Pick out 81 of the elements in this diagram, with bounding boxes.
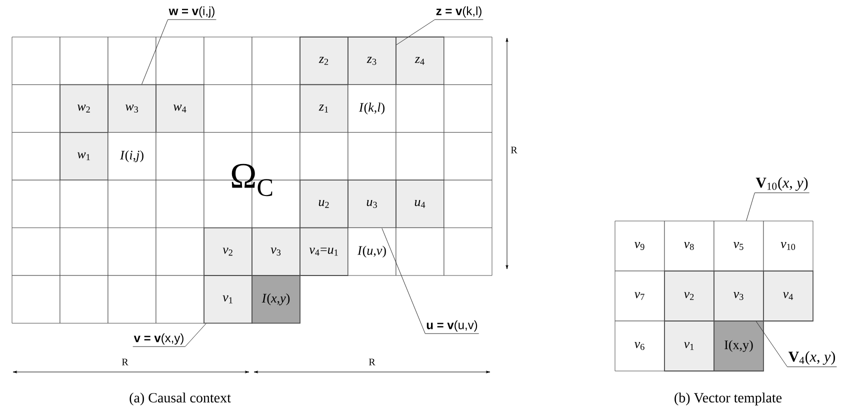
leader-line xyxy=(132,323,206,347)
grid-cell xyxy=(204,84,252,133)
grid-cell: v$_{8}$ xyxy=(664,220,714,272)
grid-cell xyxy=(60,36,108,85)
grid-cell: z$_{2}$ xyxy=(300,36,348,86)
leader-line xyxy=(756,321,837,368)
grid-cell: w$_{3}$ xyxy=(108,84,156,133)
grid-cell xyxy=(12,36,60,85)
grid-cell xyxy=(156,36,204,85)
grid-cell: v$_{4}$ xyxy=(763,270,814,322)
grid-cell xyxy=(444,84,492,133)
vector-label: w = v(i,j) xyxy=(168,6,214,18)
grid-cell: I(k,l) xyxy=(348,84,396,133)
dimension-label: R xyxy=(122,358,128,366)
grid-cell: v$_{5}$ xyxy=(714,220,764,272)
dimension-label: R xyxy=(510,146,518,154)
grid-cell xyxy=(444,36,492,85)
grid-cell: v$_{3}$ xyxy=(714,270,764,322)
grid-cell: v$_{2}$ xyxy=(204,227,252,276)
grid-cell xyxy=(252,84,300,133)
grid-cell: I(x,y) xyxy=(714,320,764,372)
subfigure-caption: (b) Vector template xyxy=(674,392,782,406)
vector-label: V$_{10}$(x, y) xyxy=(756,177,808,191)
grid-cell xyxy=(12,228,60,276)
grid-cell: v$_{6}$ xyxy=(614,320,665,372)
grid-cell: v$_{4}$=u$_{1}$ xyxy=(300,227,348,276)
grid-cell xyxy=(396,84,444,133)
grid-cell: u$_{2}$ xyxy=(300,180,348,228)
grid-cell xyxy=(60,180,108,228)
grid-cell xyxy=(348,132,396,180)
grid-cell xyxy=(444,228,492,276)
leader-line xyxy=(746,192,810,221)
grid-cell: w$_{2}$ xyxy=(60,84,108,133)
grid-cell: z$_{4}$ xyxy=(396,36,444,86)
grid-cell xyxy=(156,180,204,228)
grid-cell xyxy=(12,275,60,324)
grid-cell: I(x,y) xyxy=(252,275,300,324)
grid-cell: v$_{1}$ xyxy=(204,275,252,324)
grid-cell xyxy=(108,36,156,85)
vector-label: z = v(k,l) xyxy=(436,6,482,18)
grid-cell: u$_{4}$ xyxy=(396,180,444,228)
grid-cell xyxy=(204,36,252,85)
grid-cell xyxy=(108,275,156,324)
grid-cell xyxy=(396,228,444,276)
grid-cell xyxy=(60,275,108,324)
grid-cell: z$_{1}$ xyxy=(300,84,348,133)
grid-cell: v$_{3}$ xyxy=(252,227,300,276)
grid-cell: w$_{1}$ xyxy=(60,132,108,181)
grid-cell xyxy=(12,84,60,133)
leader-line xyxy=(142,19,216,84)
grid-cell: w$_{4}$ xyxy=(156,84,204,133)
leader-line xyxy=(396,19,484,46)
grid-cell xyxy=(156,132,204,180)
grid-cell xyxy=(12,180,60,228)
vector-label: V$_{4}$(x, y) xyxy=(788,351,836,365)
leader-line xyxy=(382,228,480,334)
grid-cell xyxy=(156,275,204,324)
grid-cell: v$_{1}$ xyxy=(664,320,714,372)
grid-cell xyxy=(12,132,60,180)
grid-cell xyxy=(108,228,156,276)
vector-label: v = v(x,y) xyxy=(134,333,184,345)
grid-cell xyxy=(396,132,444,180)
grid-cell: u$_{3}$ xyxy=(348,180,396,228)
grid-cell: v$_{7}$ xyxy=(614,270,665,322)
grid-cell: I(i,j) xyxy=(108,132,156,180)
grid-cell xyxy=(444,132,492,180)
grid-cell: v$_{10}$ xyxy=(763,220,814,272)
vector-label: u = v(u,v) xyxy=(426,320,478,332)
grid-cell xyxy=(108,180,156,228)
grid-cell: v$_{2}$ xyxy=(664,270,714,322)
grid-cell: v$_{9}$ xyxy=(614,220,665,272)
dimension-label: R xyxy=(368,358,376,366)
grid-cell xyxy=(444,180,492,228)
grid-cell: z$_{3}$ xyxy=(348,36,396,86)
region-label: Ω$_{C}$ xyxy=(232,164,272,196)
grid-cell: I(u,v) xyxy=(348,228,396,276)
subfigure-caption: (a) Causal context xyxy=(130,392,231,406)
grid-cell xyxy=(156,228,204,276)
grid-cell xyxy=(60,228,108,276)
grid-cell xyxy=(300,132,348,180)
grid-cell xyxy=(252,36,300,85)
